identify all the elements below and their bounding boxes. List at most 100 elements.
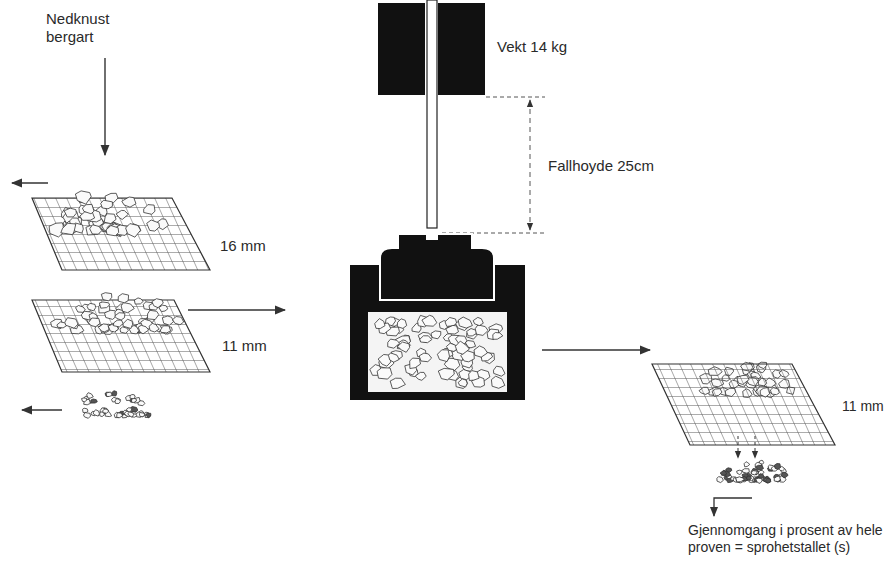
rock-fragment <box>106 392 112 397</box>
drop-weight <box>438 3 485 95</box>
rock-fragment <box>83 408 89 412</box>
rock-fragment <box>90 225 102 234</box>
rock-fragment <box>64 208 76 217</box>
mortar-chamber <box>368 312 507 392</box>
rock-fragment <box>134 298 143 304</box>
rock-fragment <box>87 393 94 399</box>
rock-fragment <box>736 477 745 482</box>
rock-fragment <box>756 465 764 470</box>
rock-fragment <box>173 317 184 325</box>
rock-fragment <box>122 197 136 207</box>
rock-fragment <box>458 379 467 387</box>
rock-fragment <box>751 471 757 475</box>
drop-weight <box>378 3 425 95</box>
sample-arrow <box>188 309 285 310</box>
rock-fragment <box>475 325 488 336</box>
rock-fragment <box>419 353 431 362</box>
rock-fragment <box>744 462 750 467</box>
rock-fragment <box>130 395 135 399</box>
rock-fragment <box>152 299 163 308</box>
rock-fragment <box>65 318 78 329</box>
rock-fragment <box>746 476 751 480</box>
rock-fragment <box>437 350 449 362</box>
rock-fragment <box>438 368 454 380</box>
rock-fragment <box>126 408 131 412</box>
oversize-arrow <box>12 182 48 183</box>
rock-fragment <box>765 479 771 483</box>
rock-fragment <box>491 376 504 388</box>
rock-fragment <box>145 414 150 418</box>
rock-fragment <box>759 460 764 464</box>
rock-fragment <box>91 399 98 403</box>
passing-arrow <box>755 436 756 458</box>
sieve-size: 16 mm <box>220 237 266 255</box>
rock-fragment <box>101 293 112 301</box>
guide-rod <box>427 0 437 228</box>
rock-fragment <box>775 477 781 482</box>
rock-fragment <box>160 326 171 333</box>
rock-fragment <box>98 324 109 332</box>
rock-fragment <box>120 327 128 333</box>
rock-fragment <box>756 478 762 483</box>
rock-fragment <box>148 310 159 319</box>
rock-fragment <box>779 466 785 471</box>
fines-arrow <box>22 409 62 410</box>
passing-arrow <box>738 436 739 458</box>
feed-arrow <box>104 58 105 155</box>
rock-fragment <box>76 306 86 313</box>
sieve-11-test <box>652 364 835 445</box>
rock-fragment <box>61 223 76 234</box>
rock-fragment <box>759 474 764 479</box>
rock-fragment <box>104 214 116 224</box>
rock-fragment <box>117 413 123 418</box>
rock-fragment <box>415 372 426 380</box>
rock-fragment <box>397 319 407 329</box>
rock-fragment <box>84 413 91 419</box>
rock-fragment <box>774 476 780 482</box>
dimension-line <box>530 100 531 230</box>
input-label: Nedknust bergart <box>46 10 124 46</box>
rock-fragment <box>128 412 134 417</box>
output-arrow <box>542 349 650 350</box>
rock-fragment <box>726 468 732 472</box>
rock-fragment <box>742 469 749 473</box>
weight-label: Vekt 14 kg <box>497 38 567 56</box>
rock-fragment <box>99 302 109 308</box>
rock-fragment <box>446 325 459 334</box>
rock-fragment <box>398 342 410 352</box>
rock-fragment <box>88 318 100 327</box>
sieve-size: 11 mm <box>842 398 884 415</box>
rock-fragment <box>390 378 405 388</box>
rock-fragment <box>139 412 144 417</box>
rock-fragment <box>418 332 432 342</box>
rock-fragment <box>474 346 488 357</box>
rock-fragment <box>101 200 113 209</box>
drop-height: Fallhoyde 25cm <box>548 157 654 175</box>
rock-fragment <box>147 220 160 231</box>
rock-fragment <box>162 316 173 325</box>
rock-fragment <box>422 315 437 326</box>
rock-fragment <box>114 320 124 327</box>
rock-fragment <box>737 470 742 474</box>
rock-fragment <box>420 336 432 343</box>
result-note: Gjennomgang i prosent av hele proven = s… <box>688 522 886 556</box>
rock-fragment <box>146 413 151 418</box>
rock-fragment <box>138 325 149 334</box>
rock-fragment <box>149 323 159 332</box>
sieve-11 <box>32 300 210 372</box>
rock-fragment <box>116 210 128 219</box>
rock-fragment <box>717 477 724 483</box>
rock-fragment <box>82 398 87 402</box>
rock-fragment <box>123 319 133 328</box>
rock-fragment <box>118 294 128 303</box>
rock-fragment <box>377 368 392 379</box>
rock-fragment <box>467 329 477 336</box>
rock-fragment <box>103 409 109 413</box>
rock-fragment <box>115 399 120 404</box>
rock-fragment <box>766 478 771 483</box>
rock-fragment <box>458 317 472 328</box>
rock-fragment <box>75 191 91 204</box>
rock-fragment <box>455 341 469 354</box>
rock-fragment <box>410 358 421 368</box>
